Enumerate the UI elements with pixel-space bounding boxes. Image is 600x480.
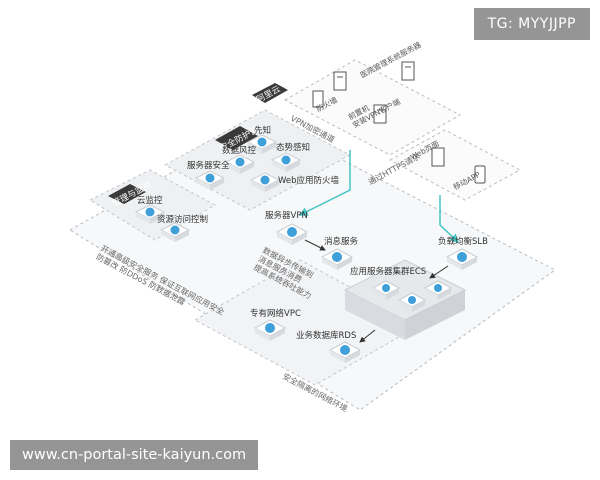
tile-vpc: [253, 319, 287, 341]
cloud-icon: [287, 227, 297, 237]
tile-ecs-1: [371, 280, 401, 300]
cloud-icon: [281, 155, 291, 165]
cloud-icon: [145, 207, 155, 217]
tile-waf: [249, 172, 281, 192]
tile-situation: [270, 152, 302, 172]
hospital-zone: [283, 59, 522, 201]
label-message-service: 消息服务: [324, 236, 359, 247]
server-icon: [431, 147, 445, 167]
tile-ram: [159, 222, 191, 242]
label-vpc: 专有网络VPC: [250, 308, 301, 319]
cloud-boundary: [69, 109, 556, 411]
cloud-icon: [170, 225, 180, 235]
label-cloud-monitor: 云监控: [137, 195, 163, 206]
server-icon: [373, 104, 387, 124]
tile-server-vpn: [275, 223, 309, 245]
label-know: 先知: [254, 125, 271, 136]
tile-server-security: [194, 170, 226, 190]
tg-watermark: TG: MYYJJPP: [473, 8, 590, 40]
cloud-icon: [260, 175, 270, 185]
label-rds: 业务数据库RDS: [296, 330, 356, 341]
label-waf: Web应用防火墙: [278, 175, 340, 186]
cloud-icon: [457, 252, 467, 262]
label-ecs: 应用服务器集群ECS: [350, 266, 426, 277]
tile-ecs-3: [423, 280, 453, 300]
server-icon: [333, 71, 347, 91]
tile-slb: [445, 248, 479, 270]
mgmt-tiles: [134, 204, 191, 242]
label-slb: 负载均衡SLB: [438, 236, 488, 247]
security-tiles: [194, 134, 302, 192]
cloud-icon: [340, 345, 350, 355]
tile-ecs-2: [397, 292, 427, 312]
server-icon: [312, 90, 324, 108]
cloud-icon: [265, 323, 275, 333]
server-icon: [401, 61, 415, 81]
tile-cloud-monitor: [134, 204, 166, 224]
connectors: [298, 150, 460, 343]
site-watermark: www.cn-portal-site-kaiyun.com: [10, 440, 259, 470]
tile-data-risk: [224, 154, 256, 174]
aliyun-badge: 阿里云: [252, 83, 288, 105]
cloud-icon: [205, 173, 215, 183]
cloud-icon: [408, 296, 416, 304]
phone-icon: [474, 165, 486, 184]
cloud-icon: [332, 252, 342, 262]
label-situation: 态势感知: [276, 142, 310, 153]
cloud-icon: [382, 284, 390, 292]
service-tiles: [253, 223, 479, 363]
tile-message-service: [320, 248, 354, 270]
label-ram: 资源访问控制: [157, 214, 208, 225]
tile-rds: [328, 341, 362, 363]
label-server-vpn: 服务器VPN: [265, 210, 308, 221]
cloud-icon: [235, 157, 245, 167]
hospital-devices: [312, 61, 486, 184]
cloud-icon: [434, 284, 442, 292]
tile-know: [246, 134, 278, 154]
cloud-icon: [257, 137, 267, 147]
label-server-security: 服务器安全: [187, 160, 230, 171]
label-data-risk: 数据风控: [222, 145, 257, 156]
